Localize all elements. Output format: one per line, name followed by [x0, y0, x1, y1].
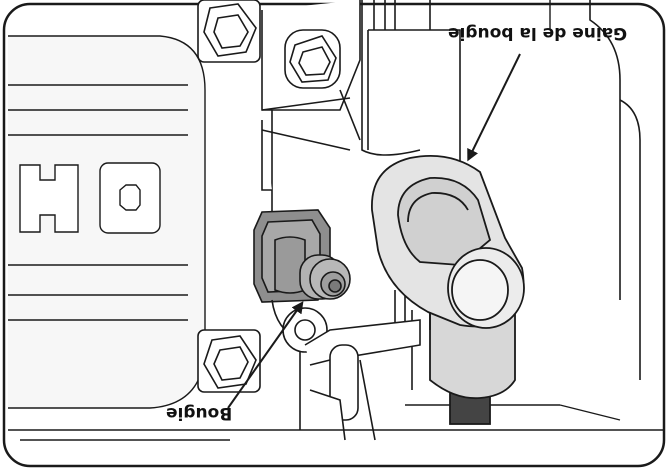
cap-leader-line	[467, 53, 521, 162]
spark-plug-cap	[371, 155, 525, 425]
spark-plug	[253, 209, 351, 303]
top-bolt	[197, 0, 261, 63]
spark-plug-cap-label: Gaine de la bougie	[448, 23, 628, 43]
lower-linkage	[271, 299, 421, 441]
plug-leader-line	[227, 301, 304, 409]
upper-bracket	[261, 0, 361, 300]
spark-plug-label: Bougie	[166, 403, 233, 423]
left-panel	[8, 35, 206, 409]
bottom-bolt	[197, 329, 261, 393]
